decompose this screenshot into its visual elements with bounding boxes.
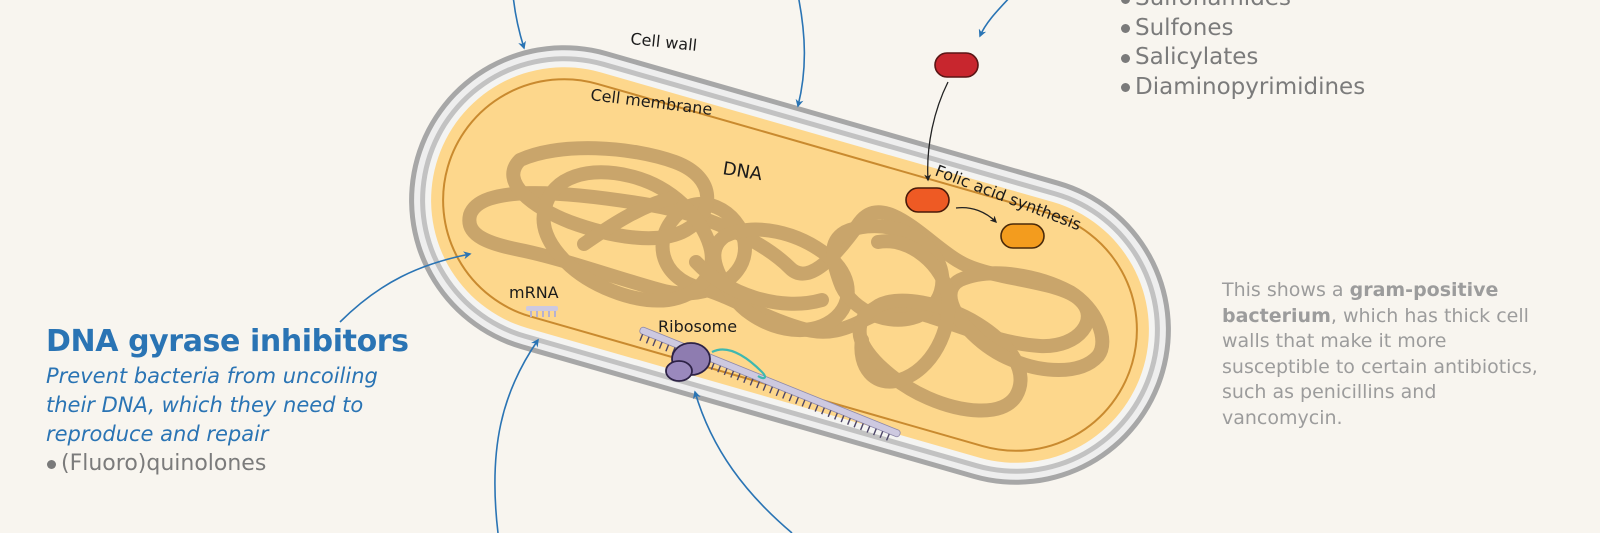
callout-title: DNA gyrase inhibitors	[46, 324, 409, 359]
callout-description: Prevent bacteria from uncoiling their DN…	[46, 364, 378, 446]
list-item: Diaminopyrimidines	[1120, 73, 1365, 103]
folate-inhibitor-list: Sulfonamides Sulfones Salicylates Diamin…	[1120, 0, 1365, 102]
gram-positive-note: This shows a gram-positive bacterium, wh…	[1222, 278, 1552, 431]
note-suffix: , which has thick cell walls that make i…	[1222, 304, 1538, 429]
ribosome-label: Ribosome	[658, 317, 737, 336]
ribosome-shape	[665, 342, 711, 382]
arrow-to-folic-acid	[978, 0, 1009, 38]
arrow-to-mrna	[494, 338, 539, 533]
mrna-fragment	[526, 306, 558, 317]
drug-list: (Fluoro)quinolones	[46, 449, 426, 479]
arrow-to-cell-wall	[512, 0, 526, 50]
enzyme-orange-red	[905, 187, 950, 213]
list-item: Sulfonamides	[1120, 0, 1365, 14]
arrow-to-cell-membrane	[795, 0, 806, 108]
arrow-to-dna	[339, 251, 472, 323]
list-item: (Fluoro)quinolones	[46, 449, 426, 479]
cell-membrane	[442, 78, 1138, 452]
pathway-arrow-1	[924, 81, 949, 182]
list-item: Salicylates	[1120, 43, 1365, 73]
enzyme-red	[934, 52, 979, 78]
note-emphasis: gram-positive bacterium	[1222, 279, 1499, 327]
note-prefix: This shows a	[1222, 279, 1350, 301]
pointer-arrows	[339, 0, 1009, 533]
enzyme-orange	[1000, 223, 1045, 249]
folic-acid-pathway	[905, 52, 1045, 249]
cell-wall-label: Cell wall	[630, 29, 698, 55]
list-item: Sulfones	[1120, 14, 1365, 44]
peptide-chain	[711, 348, 767, 380]
arrow-to-ribosome	[692, 390, 793, 533]
dna-gyrase-callout: DNA gyrase inhibitors Prevent bacteria f…	[46, 323, 426, 479]
dna-strand	[462, 141, 1110, 418]
mrna-label: mRNA	[509, 283, 559, 302]
pathway-arrow-2	[955, 206, 997, 223]
